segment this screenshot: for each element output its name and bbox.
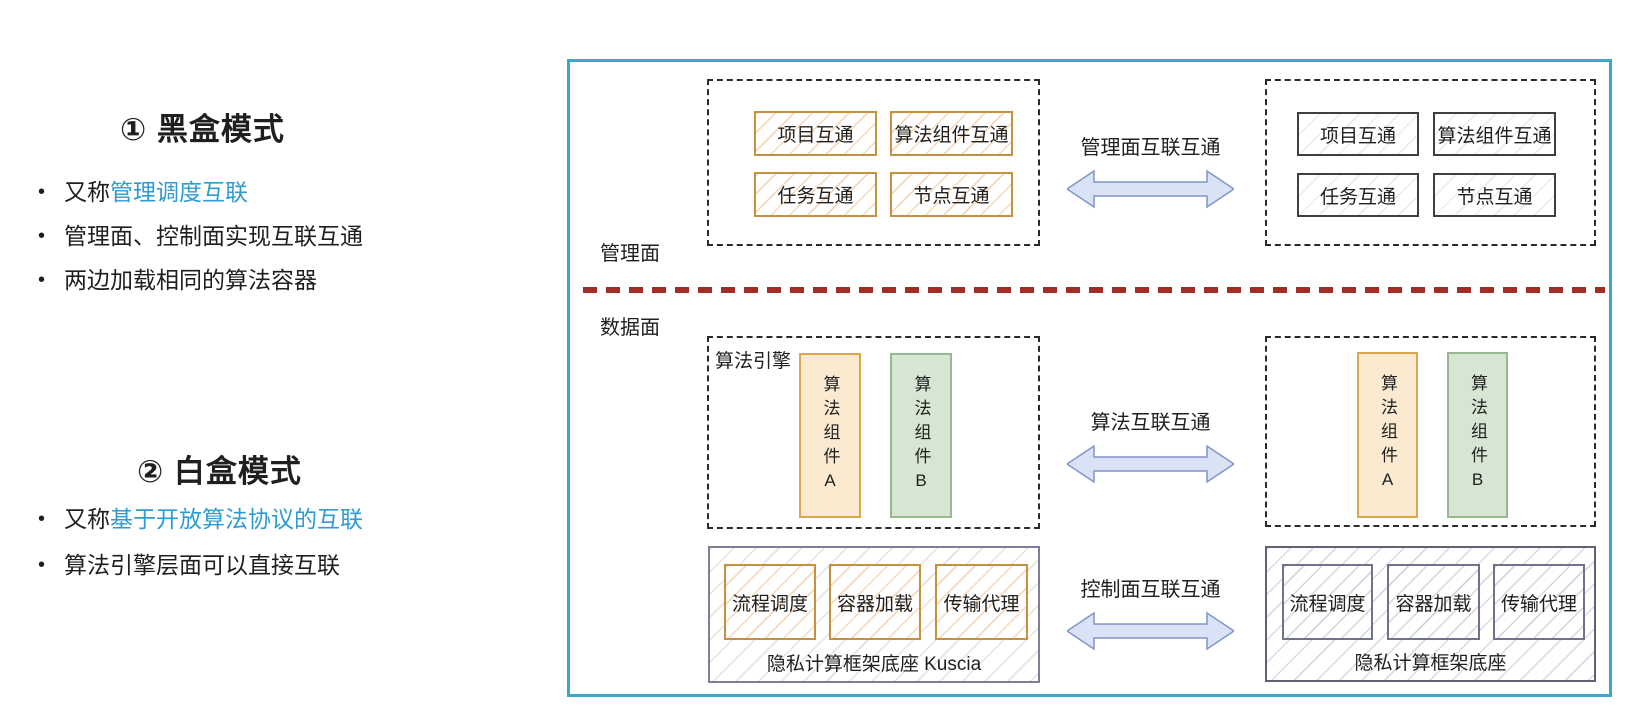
mgmt-cell-project: 项目互通 [754, 111, 877, 156]
bullet-icon: • [38, 269, 46, 291]
bullet-highlight: 基于开放算法协议的互联 [110, 506, 363, 532]
bullet-text: 管理面、控制面实现互联互通 [64, 223, 363, 249]
section1-title: ① 黑盒模式 [120, 112, 285, 147]
section2-bullet-2: • 算法引擎层面可以直接互联 [38, 551, 340, 580]
kuscia-cell-transport: 传输代理 [1493, 564, 1585, 640]
component-b-box: 算法组件B [890, 353, 952, 518]
bullet-icon: • [38, 554, 46, 576]
section2-bullet-1: • 又称基于开放算法协议的互联 [38, 505, 363, 534]
bullet-icon: • [38, 225, 46, 247]
kuscia-left-box: 流程调度 容器加载 传输代理 隐私计算框架底座 Kuscia [708, 546, 1040, 683]
architecture-diagram: 管理面 数据面 项目互通 算法组件互通 任务互通 节点互通 项目互通 算法组件互… [567, 59, 1612, 697]
data-plane-label: 数据面 [600, 317, 660, 339]
bullet-prefix: 又称 [64, 506, 110, 532]
component-a-label: 算法组件A [820, 374, 840, 497]
kuscia-right-caption: 隐私计算框架底座 [1354, 653, 1507, 674]
double-arrow-icon [1067, 169, 1234, 209]
section2-title: ② 白盒模式 [137, 454, 302, 489]
kuscia-cell-transport: 传输代理 [935, 564, 1028, 640]
algorithm-arrow-group: 算法互联互通 [1043, 406, 1258, 484]
bullet-text: 算法引擎层面可以直接互联 [64, 552, 340, 578]
kuscia-cell-container: 容器加载 [829, 564, 921, 640]
engine-label: 算法引擎 [711, 346, 796, 373]
mgmt-right-group: 项目互通 算法组件互通 任务互通 节点互通 [1265, 79, 1596, 246]
engine-left-group: 算法引擎 算法组件A 算法组件B [707, 336, 1040, 529]
mgmt-cell-node: 节点互通 [890, 172, 1013, 217]
bullet-prefix: 又称 [64, 179, 110, 205]
kuscia-cell-container: 容器加载 [1387, 564, 1480, 640]
kuscia-right-box: 流程调度 容器加载 传输代理 隐私计算框架底座 [1265, 546, 1596, 682]
management-arrow-group: 管理面互联互通 [1043, 131, 1258, 209]
bullet-text: 两边加载相同的算法容器 [64, 267, 317, 293]
mgmt-left-group: 项目互通 算法组件互通 任务互通 节点互通 [707, 79, 1040, 246]
bullet-text: 又称基于开放算法协议的互联 [64, 505, 363, 534]
management-plane-label: 管理面 [600, 243, 660, 265]
component-b-box: 算法组件B [1447, 352, 1508, 518]
mgmt-cell-project: 项目互通 [1297, 112, 1419, 156]
bullet-icon: • [38, 508, 46, 530]
mgmt-cell-component: 算法组件互通 [890, 111, 1013, 156]
kuscia-cell-scheduling: 流程调度 [1282, 564, 1373, 640]
algorithm-arrow-label: 算法互联互通 [1090, 412, 1211, 434]
control-arrow-group: 控制面互联互通 [1043, 573, 1258, 651]
component-a-label: 算法组件A [1378, 374, 1397, 496]
engine-right-group: 算法组件A 算法组件B [1265, 336, 1596, 527]
mgmt-cell-task: 任务互通 [754, 172, 877, 217]
component-a-box: 算法组件A [799, 353, 861, 518]
bullet-highlight: 管理调度互联 [110, 179, 248, 205]
plane-divider-line [583, 287, 1605, 293]
component-b-label: 算法组件B [911, 374, 931, 497]
section1-bullet-2: • 管理面、控制面实现互联互通 [38, 222, 363, 251]
double-arrow-icon [1067, 611, 1234, 651]
management-arrow-label: 管理面互联互通 [1080, 137, 1221, 159]
section1-bullet-3: • 两边加载相同的算法容器 [38, 266, 317, 295]
mgmt-cell-node: 节点互通 [1433, 173, 1556, 217]
double-arrow-icon [1067, 444, 1234, 484]
component-b-label: 算法组件B [1468, 374, 1487, 496]
kuscia-left-caption: 隐私计算框架底座 Kuscia [766, 654, 982, 675]
section1-bullet-1: • 又称管理调度互联 [38, 178, 248, 207]
control-arrow-label: 控制面互联互通 [1080, 579, 1221, 601]
bullet-text: 又称管理调度互联 [64, 178, 248, 207]
bullet-icon: • [38, 181, 46, 203]
kuscia-cell-scheduling: 流程调度 [724, 564, 816, 640]
mgmt-cell-task: 任务互通 [1297, 173, 1419, 217]
mgmt-cell-component: 算法组件互通 [1433, 112, 1556, 156]
component-a-box: 算法组件A [1357, 352, 1418, 518]
